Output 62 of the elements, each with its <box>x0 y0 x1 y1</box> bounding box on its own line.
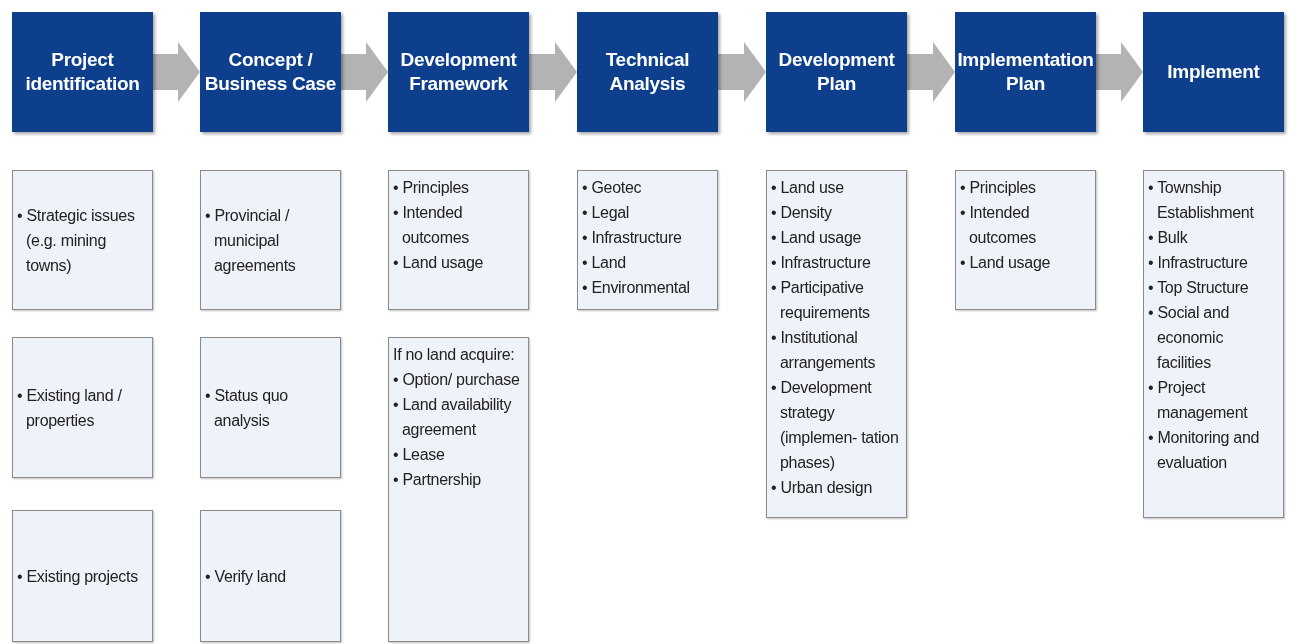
list-item: • Verify land <box>205 566 287 587</box>
list-item: • Land <box>582 253 627 273</box>
list-item: • Land usage <box>771 228 863 248</box>
list-item: • Top Structure <box>1148 278 1250 298</box>
stage-header-box: Technical Analysis <box>577 12 718 132</box>
step-detail-box <box>766 170 907 518</box>
stage-header-box: Development Plan <box>766 12 907 132</box>
chevron-arrow <box>153 42 200 102</box>
list-item: If no land acquire: <box>393 345 516 365</box>
step-detail-box <box>200 170 341 310</box>
list-item: • Intended outcomes <box>393 203 470 248</box>
list-item: • Social and economic facilities <box>1148 303 1231 373</box>
chevron-arrow <box>907 42 955 102</box>
list-item: • Partnership <box>393 470 482 490</box>
list-item: • Existing projects <box>17 566 139 587</box>
list-item: • Bulk <box>1148 228 1189 248</box>
list-item: • Provincial / municipal agreements <box>205 205 297 276</box>
step-detail-box <box>200 510 341 642</box>
list-item: • Land use <box>771 178 845 198</box>
list-item: • Principles <box>960 178 1037 198</box>
list-item: • Lease <box>393 445 446 465</box>
list-item: • Intended outcomes <box>960 203 1037 248</box>
list-item: • Density <box>771 203 833 223</box>
step-detail-box <box>200 337 341 478</box>
list-item: • Institutional arrangements <box>771 328 877 373</box>
list-item: • Land availability agreement <box>393 395 513 440</box>
step-detail-box <box>12 170 153 310</box>
chevron-arrow <box>718 42 766 102</box>
step-detail-box <box>12 510 153 642</box>
list-item: • Existing land / properties <box>17 385 123 431</box>
stage-header-box: Development Framework <box>388 12 529 132</box>
step-detail-box <box>1143 170 1284 518</box>
stage-header-box: Implementation Plan <box>955 12 1096 132</box>
list-item: • Land usage <box>393 253 485 273</box>
chevron-arrow <box>1096 42 1143 102</box>
list-item: • Geotec <box>582 178 643 198</box>
list-item: • Environmental <box>582 278 691 298</box>
step-detail-box <box>388 170 529 310</box>
stage-header-box: Project identification <box>12 12 153 132</box>
list-item: • Status quo analysis <box>205 385 289 431</box>
list-item: • Urban design <box>771 478 874 498</box>
list-item: • Infrastructure <box>582 228 683 248</box>
list-item: • Monitoring and evaluation <box>1148 428 1261 473</box>
chevron-arrow <box>341 42 388 102</box>
list-item: • Land usage <box>960 253 1052 273</box>
list-item: • Infrastructure <box>771 253 872 273</box>
step-detail-box <box>388 337 529 642</box>
step-detail-box <box>12 337 153 478</box>
step-detail-box <box>955 170 1096 310</box>
list-item: • Legal <box>582 203 631 223</box>
step-detail-box <box>577 170 718 310</box>
list-item: • Strategic issues (e.g. mining towns) <box>17 205 136 276</box>
list-item: • Option/ purchase <box>393 370 521 390</box>
list-item: • Participative requirements <box>771 278 871 323</box>
chevron-arrow <box>529 42 577 102</box>
list-item: • Infrastructure <box>1148 253 1249 273</box>
list-item: • Township Establishment <box>1148 178 1255 223</box>
stage-header-box: Implement <box>1143 12 1284 132</box>
stage-header-box: Concept / Business Case <box>200 12 341 132</box>
list-item: • Principles <box>393 178 470 198</box>
list-item: • Development strategy (implemen- tation phases) <box>771 378 900 473</box>
list-item: • Project management <box>1148 378 1249 423</box>
